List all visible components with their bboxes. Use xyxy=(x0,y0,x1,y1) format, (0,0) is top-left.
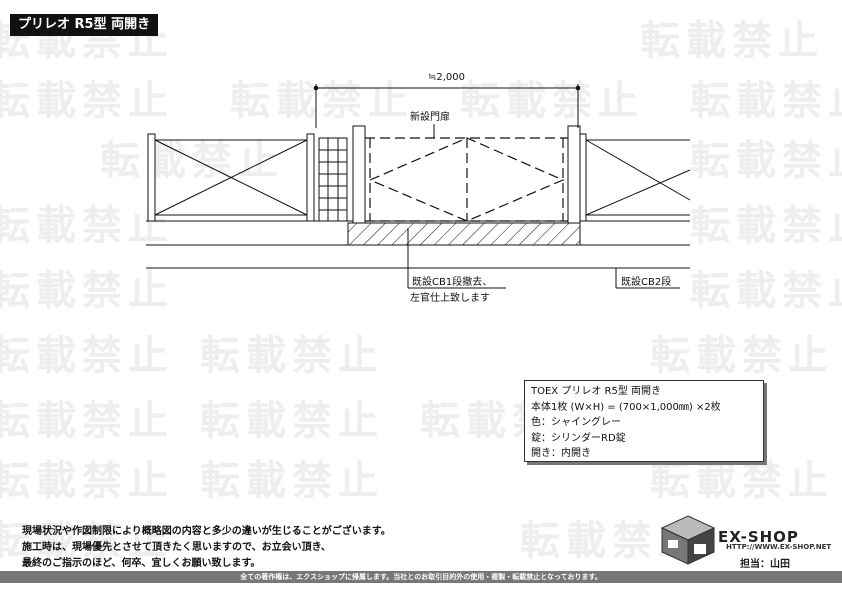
gate-label: 新設門扉 xyxy=(410,110,450,123)
spec-product: TOEX プリレオ R5型 両開き xyxy=(531,386,661,397)
spec-note-box: TOEX プリレオ R5型 両開き 本体1枚 (W×H) = (700×1,00… xyxy=(524,380,764,462)
brand-name: EX-SHOP xyxy=(718,528,799,546)
spec-color: 色：シャイングレー xyxy=(531,417,621,428)
spec-lock: 錠：シリンダーRD錠 xyxy=(531,432,626,444)
footer-note-3: 最終のご指示のほど、何卒、宜しくお願い致します。 xyxy=(22,558,261,569)
cb2-label: 既設CB2段 xyxy=(621,275,671,288)
dimension-label: ≒2,000 xyxy=(428,72,465,83)
footer-note-1: 現場状況や作図制限により概略図の内容と多少の違いが生じることがございます。 xyxy=(22,526,391,537)
removed-cb-block xyxy=(347,222,581,246)
page-title: プリレオ R5型 両開き xyxy=(10,14,159,36)
spec-opening: 開き：内開き xyxy=(531,448,591,459)
lattice-panel xyxy=(318,137,348,222)
right-fence xyxy=(579,133,691,222)
new-gate xyxy=(365,137,568,222)
gate-posts xyxy=(352,125,581,224)
left-fence xyxy=(147,133,315,222)
brand-url: HTTP://WWW.EX-SHOP.NET xyxy=(726,543,832,551)
copyright-bar: 全ての著作権は、エクスショップに帰属します。当社とのお取引目的外の使用・複製・転… xyxy=(0,571,842,583)
cb1-label-line2: 左官仕上致します xyxy=(410,291,490,304)
cb1-label-line1: 既設CB1段撤去、 xyxy=(412,275,492,288)
footer-notes: 現場状況や作図制限により概略図の内容と多少の違いが生じることがございます。 施工… xyxy=(22,524,492,572)
dimension-line xyxy=(313,84,581,128)
ex-shop-logo-icon xyxy=(660,515,716,565)
spec-size: 本体1枚 (W×H) = (700×1,000㎜) ×2枚 xyxy=(531,401,721,413)
footer-note-2: 施工時は、現場優先とさせて頂きたく思いますので、お立会い頂き、 xyxy=(22,542,331,553)
person-in-charge: 担当：山田 xyxy=(740,559,790,570)
